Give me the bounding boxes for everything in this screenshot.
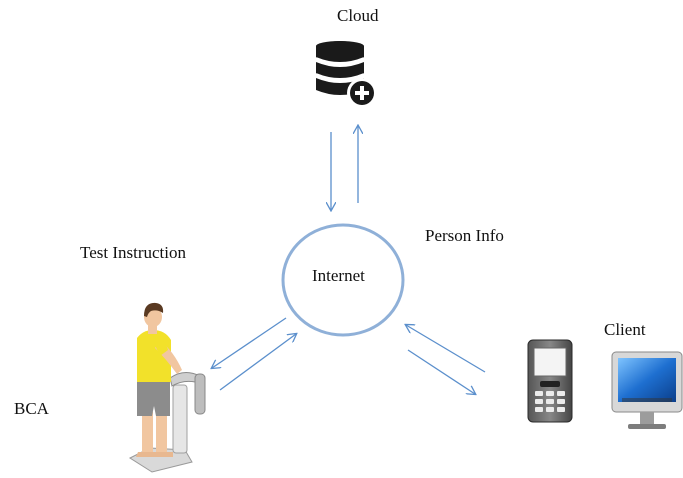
test-instruction-label: Test Instruction [80,243,186,262]
arrow-internet-to-client [407,349,475,394]
client-label: Client [604,320,646,339]
arrow-internet-to-bca [212,317,287,368]
mobile-phone-icon [527,339,573,423]
arrow-client-to-internet [406,325,486,373]
cloud-label: Cloud [337,6,379,25]
desktop-monitor-icon [611,351,683,429]
person-on-scale-icon [128,302,206,473]
arrow-bca-to-internet [219,334,296,391]
database-plus-icon [315,41,377,108]
internet-label: Internet [312,266,365,285]
person-info-label: Person Info [425,226,504,245]
internet-node [281,223,405,337]
bca-label: BCA [14,399,49,418]
